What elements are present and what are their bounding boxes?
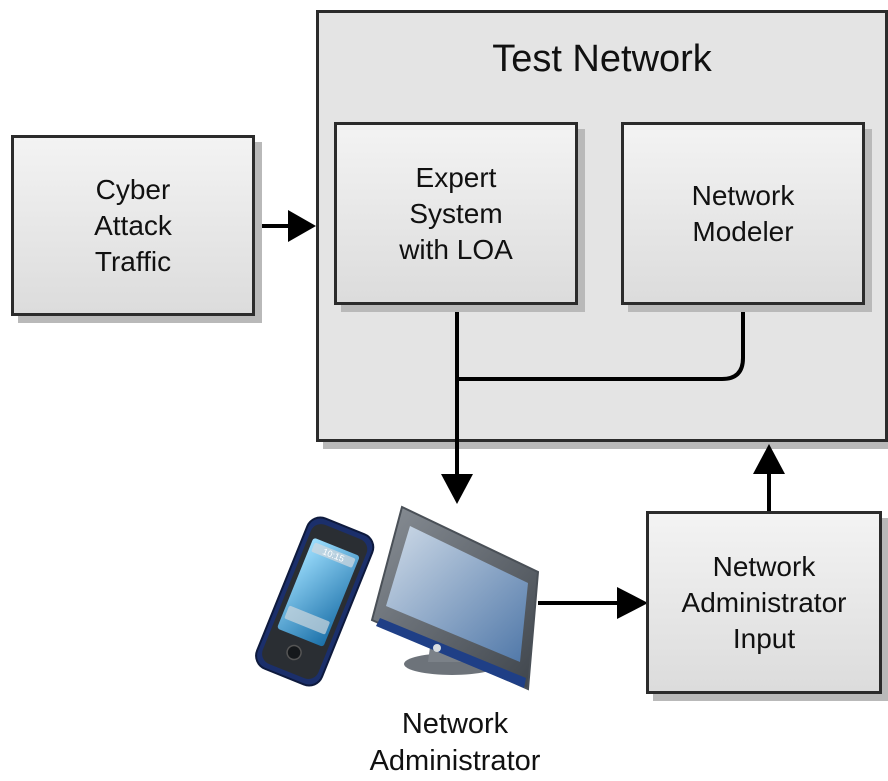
node-cyber-attack-traffic: Cyber Attack Traffic: [11, 135, 255, 316]
node-network-administrator-input: Network Administrator Input: [646, 511, 882, 694]
smartphone-icon: 10:15: [255, 516, 375, 687]
test-network-title: Test Network: [492, 38, 712, 80]
arrowhead-attack-to-test-network: [288, 210, 316, 242]
arrowhead-admin-input-to-test-network: [753, 444, 785, 474]
node-expert-system-label: Expert System with LOA: [399, 161, 513, 265]
node-network-administrator-input-label: Network Administrator Input: [681, 550, 847, 654]
node-cyber-attack-traffic-label: Cyber Attack Traffic: [94, 173, 172, 277]
arrowhead-admin-to-admin-input: [617, 587, 648, 619]
edge-network-modeler-merge: [457, 305, 745, 381]
node-expert-system: Expert System with LOA: [334, 122, 578, 305]
network-administrator-caption: Network Administrator: [369, 708, 541, 777]
computer-monitor-icon: [370, 505, 540, 691]
node-network-modeler: Network Modeler: [621, 122, 865, 305]
arrowhead-expert-system-to-admin: [441, 474, 473, 504]
node-network-modeler-label: Network Modeler: [691, 179, 795, 247]
